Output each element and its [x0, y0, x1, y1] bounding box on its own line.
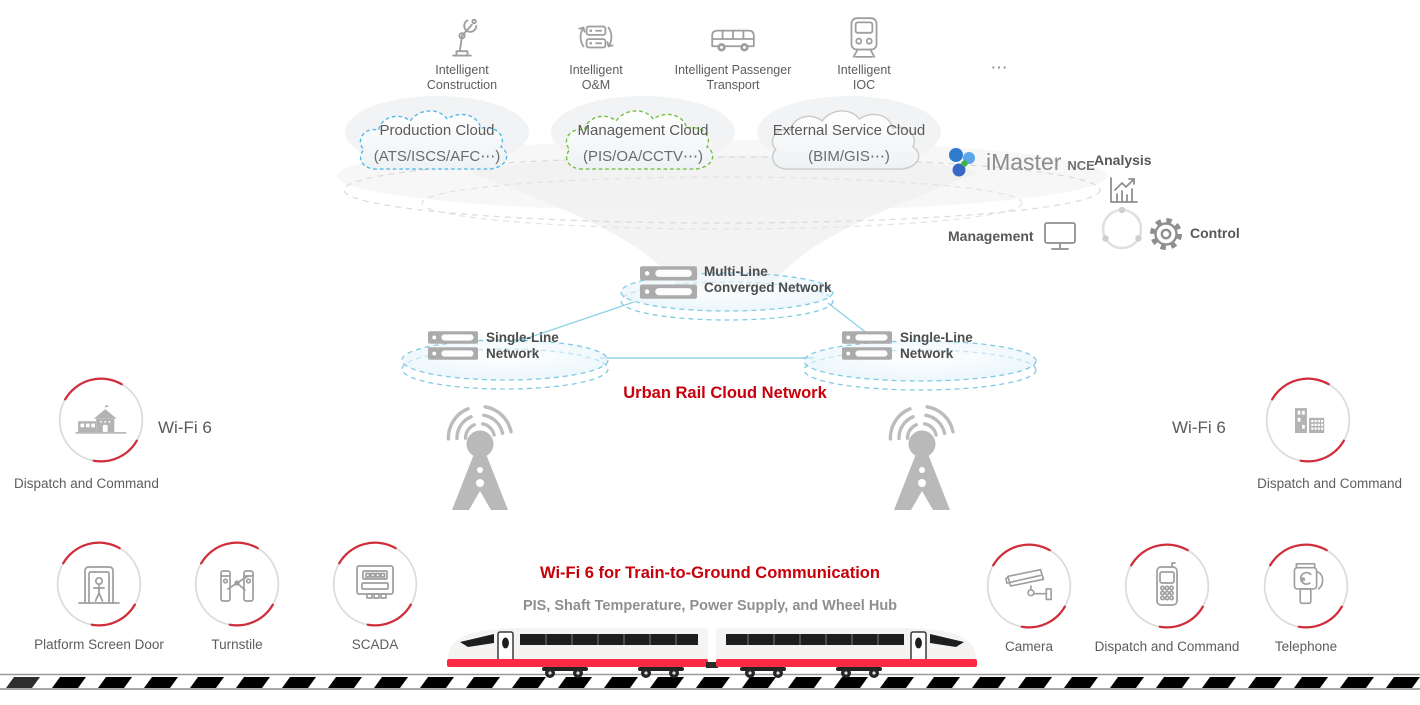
analysis-chart-icon [1110, 177, 1138, 203]
left-dispatch-caption: Dispatch and Command [14, 476, 159, 491]
sync-servers-icon [578, 25, 614, 49]
multi-line-network-label: Multi-Line Converged Network [704, 264, 832, 296]
device-label: Turnstile [211, 637, 263, 652]
cloud-name: Production Cloud [379, 122, 495, 139]
turnstile-circle [193, 540, 281, 628]
train-illustration [446, 627, 978, 679]
service-label: Intelligent O&M [569, 63, 623, 92]
robot-arm-icon [452, 18, 478, 57]
nce-management-label: Management [948, 228, 1034, 244]
device-label: Platform Screen Door [34, 637, 164, 652]
scada-icon [356, 565, 394, 599]
city-buildings-icon [1295, 408, 1325, 433]
cloud-systems: (PIS/OA/CCTV⋯) [582, 148, 703, 165]
train-to-ground-subtitle: PIS, Shaft Temperature, Power Supply, an… [522, 598, 898, 614]
more-services-ellipsis: ⋯ [990, 58, 1010, 77]
right-station-circle [1264, 376, 1352, 464]
server-stack-icon [842, 331, 892, 360]
device-label: Telephone [1274, 639, 1338, 654]
cloud-shape-blue-dashed [359, 110, 508, 170]
scada-circle [331, 540, 419, 628]
radio-tower-icon [418, 392, 568, 514]
nce-management-row: Management [948, 220, 1078, 252]
service-label: Intelligent Construction [426, 63, 498, 92]
radio-tower-icon [860, 392, 1010, 514]
camera-circle [985, 542, 1073, 630]
right-wifi6-label: Wi-Fi 6 [1172, 418, 1226, 437]
sync-circle-icon [1101, 206, 1143, 250]
service-label: Intelligent Passenger Transport [674, 63, 792, 92]
service-intelligent-construction: Intelligent Construction [387, 12, 537, 93]
single-line-network-left-label: Single-Line Network [486, 330, 559, 362]
railway-track [0, 673, 1420, 690]
cloud-name: External Service Cloud [772, 122, 926, 139]
external-service-cloud: External Service Cloud (BIM/GIS⋯) [761, 110, 937, 180]
server-stack-icon [428, 331, 478, 360]
production-cloud: Production Cloud (ATS/ISCS/AFC⋯) [349, 110, 525, 180]
telephone-icon [1293, 563, 1324, 605]
service-intelligent-om: Intelligent O&M [521, 12, 671, 93]
mobile-phone-icon [1156, 562, 1178, 606]
right-dispatch-caption: Dispatch and Command [1257, 476, 1402, 491]
imaster-brand-text: iMaster [986, 148, 1062, 175]
cloud-name: Management Cloud [577, 122, 709, 139]
cloud-shape-gray [771, 110, 920, 170]
camera-icon [1005, 568, 1052, 601]
service-intelligent-ioc: Intelligent IOC [789, 12, 939, 93]
turnstile-icon [220, 570, 254, 602]
imaster-product-text: NCE [1067, 158, 1095, 173]
cloud-systems: (BIM/GIS⋯) [808, 148, 890, 165]
metro-train-icon [850, 17, 878, 58]
device-label: SCADA [351, 637, 399, 652]
station-building-icon [75, 404, 127, 434]
gear-icon [1150, 218, 1182, 250]
service-intelligent-passenger-transport: Intelligent Passenger Transport [658, 12, 808, 93]
dispatch-phone-circle [1123, 542, 1211, 630]
service-label: Intelligent IOC [837, 63, 891, 92]
management-cloud: Management Cloud (PIS/OA/CCTV⋯) [555, 110, 731, 180]
cloud-shape-green-dashed [565, 110, 714, 170]
device-label: Camera [1004, 639, 1053, 654]
bus-icon [711, 29, 755, 52]
single-line-network-right-label: Single-Line Network [900, 330, 973, 362]
imaster-nce-brand: iMaster NCE [944, 144, 1095, 180]
cloud-systems: (ATS/ISCS/AFC⋯) [373, 148, 501, 165]
urban-rail-cloud-network-title: Urban Rail Cloud Network [623, 384, 827, 402]
server-stack-icon [640, 266, 697, 299]
device-label: Dispatch and Command [1094, 639, 1240, 654]
telephone-circle [1262, 542, 1350, 630]
platform-screen-door-icon [78, 566, 120, 604]
platform-screen-door-circle [55, 540, 143, 628]
left-wifi6-label: Wi-Fi 6 [158, 418, 212, 437]
left-station-circle [57, 376, 145, 464]
nce-analysis-label: Analysis [1094, 152, 1152, 168]
train-to-ground-title: Wi-Fi 6 for Train-to-Ground Communicatio… [540, 564, 880, 582]
monitor-icon [1043, 222, 1076, 250]
imaster-logo-icon [949, 148, 975, 177]
nce-control-label: Control [1190, 225, 1240, 241]
